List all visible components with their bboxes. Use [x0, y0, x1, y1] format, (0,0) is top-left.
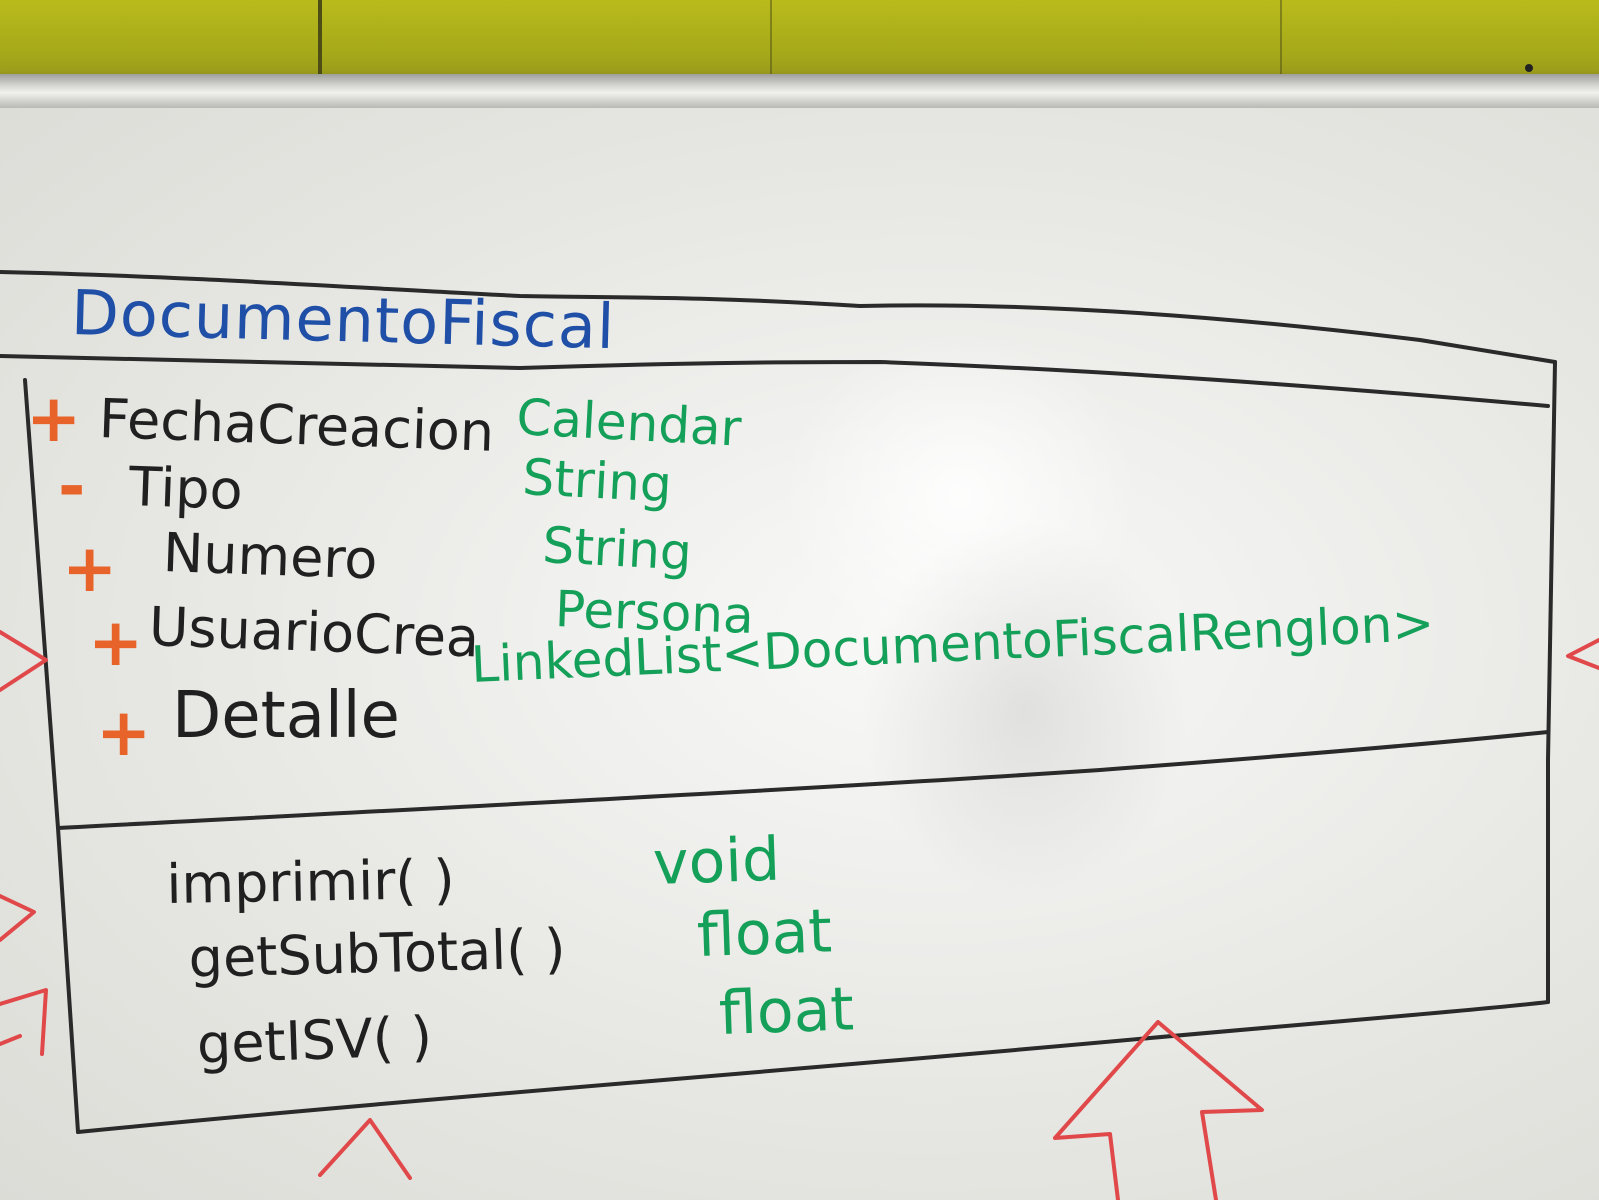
wall-edge: [1280, 0, 1282, 80]
method-name: imprimir( ): [165, 847, 456, 916]
class-box-bottom-edge: [76, 1000, 1550, 1134]
method-name: getSubTotal( ): [187, 917, 567, 990]
reflection-shadow: [860, 520, 1190, 900]
inheritance-arrow-left-2: [0, 894, 36, 942]
attribute-name: Tipo: [127, 455, 244, 522]
class-box-right-edge: [1546, 360, 1557, 1004]
attribute-name: Detalle: [172, 679, 400, 753]
wall-edge: [318, 0, 322, 80]
attribute-type: String: [521, 448, 674, 514]
wall-edge: [770, 0, 772, 80]
inheritance-arrow-bottom-right: [1053, 1020, 1264, 1200]
method-name: getISV( ): [195, 1004, 434, 1076]
method-return-type: float: [695, 896, 833, 971]
attribute-type: String: [541, 516, 694, 582]
class-box-top-edge: [0, 270, 1557, 364]
whiteboard-frame: [0, 74, 1599, 108]
attribute-name: UsuarioCrea: [147, 595, 481, 670]
visibility-marker: +: [26, 380, 82, 457]
attribute-name: Numero: [161, 521, 379, 592]
method-return-type: float: [717, 974, 855, 1049]
attribute-name: FechaCreacion: [97, 387, 496, 464]
wall-dot: [1525, 64, 1533, 72]
inheritance-arrow-bottom-center: [318, 1118, 412, 1180]
name-divider: [0, 354, 1550, 408]
attribute-type: Calendar: [515, 388, 743, 458]
inheritance-arrow-left-1: [0, 630, 48, 692]
method-return-type: void: [651, 824, 782, 899]
attributes-divider: [56, 730, 1550, 830]
visibility-marker: +: [96, 694, 152, 771]
visibility-marker: +: [62, 530, 118, 607]
inheritance-arrow-left-3: [0, 988, 48, 1056]
inheritance-arrow-right: [1566, 638, 1599, 670]
visibility-marker: -: [58, 448, 86, 525]
visibility-marker: +: [88, 604, 144, 681]
light-glare: [780, 330, 1140, 660]
class-box-left-edge: [23, 378, 80, 1134]
class-name: DocumentoFiscal: [70, 276, 617, 364]
